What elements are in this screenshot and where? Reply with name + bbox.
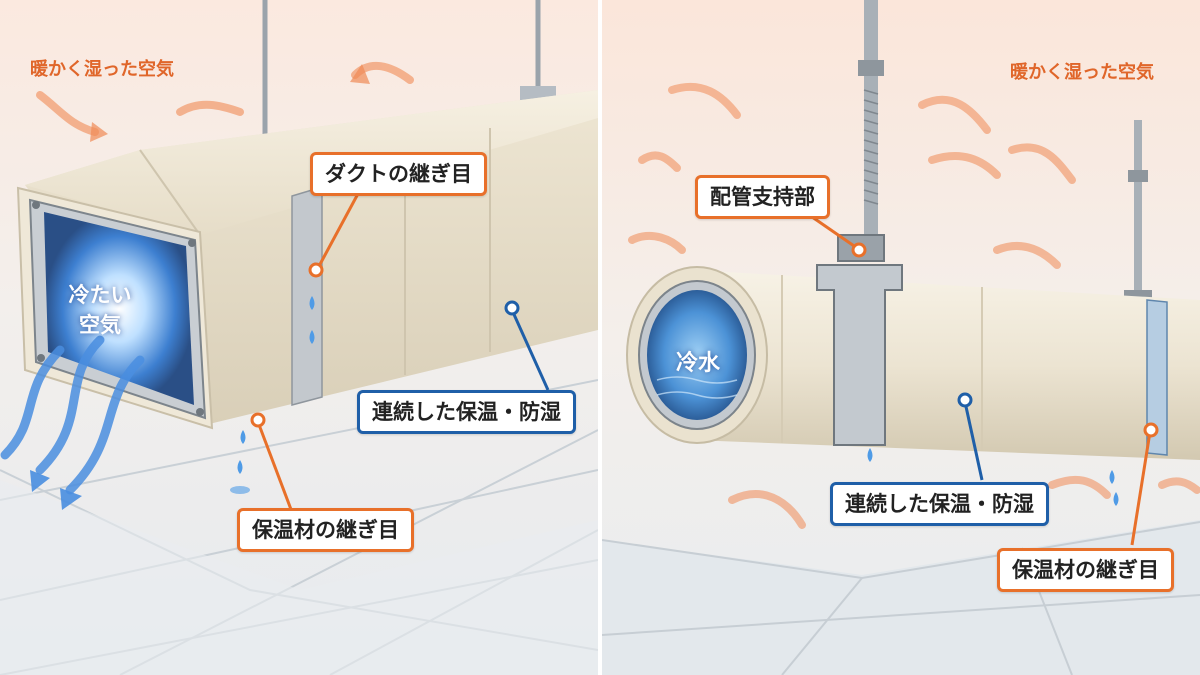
pipe-band-seam xyxy=(1146,299,1168,456)
leader-lines xyxy=(256,189,550,521)
floor-plane xyxy=(0,480,598,675)
pipe-seams xyxy=(781,275,983,451)
duct-strap xyxy=(291,185,323,406)
leader-dots xyxy=(250,262,520,428)
callout-duct-seam: ダクトの継ぎ目 xyxy=(310,152,487,196)
duct-opening xyxy=(44,212,194,405)
hanger-rods xyxy=(262,0,541,150)
water-ripples xyxy=(656,376,738,399)
pipe-panel: 暖かく湿った空気 冷水 配管支持部 連続した保温・防湿 保温材の継ぎ目 xyxy=(602,0,1200,675)
callout-insulation-seam: 保温材の継ぎ目 xyxy=(237,508,414,552)
cold-air-label: 冷たい 空気 xyxy=(50,280,150,340)
flange-bolts xyxy=(32,201,204,416)
duct-scene xyxy=(0,0,598,675)
cold-air-arrowheads xyxy=(30,470,82,510)
warm-air-label: 暖かく湿った空気 xyxy=(30,59,174,80)
panel-divider xyxy=(598,0,602,675)
warm-air-label: 暖かく湿った空気 xyxy=(1010,62,1154,83)
pipe-clamp xyxy=(816,264,903,446)
callout-pipe-support: 配管支持部 xyxy=(695,175,830,219)
leader-dots xyxy=(851,242,1159,438)
cold-water xyxy=(647,290,747,420)
cold-water-label: 冷水 xyxy=(675,351,720,376)
water-droplets xyxy=(867,448,1119,506)
callout-insulation-seam: 保温材の継ぎ目 xyxy=(997,548,1174,592)
duct-panel: 暖かく湿った空気 冷たい 空気 ダクトの継ぎ目 連続した保温・防湿 保温材の継ぎ… xyxy=(0,0,598,675)
cold-air-label-line2: 空気 xyxy=(79,313,121,337)
threaded-rods xyxy=(858,0,1152,305)
cold-air-label-line1: 冷たい xyxy=(68,283,132,307)
warm-air-arrows xyxy=(628,82,1200,529)
pipe-body xyxy=(692,270,1200,460)
cold-air-arrows xyxy=(0,335,145,495)
hanger-bracket-back xyxy=(520,86,556,100)
callout-continuous-insulation: 連続した保温・防湿 xyxy=(357,390,576,434)
floor-tiles xyxy=(602,521,1200,675)
warm-air-arrowheads xyxy=(90,64,370,142)
callout-continuous-insulation: 連続した保温・防湿 xyxy=(830,482,1049,526)
